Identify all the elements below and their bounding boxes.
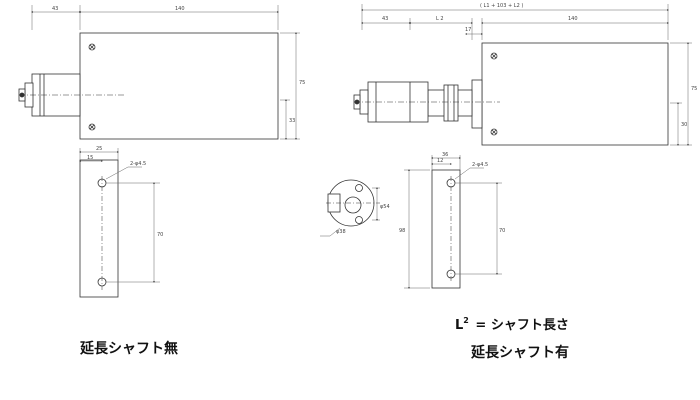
right-dimension-lines (361, 4, 692, 146)
right-screw-top (490, 52, 498, 60)
equation-rest: = シャフト長さ (470, 318, 569, 333)
equation-L: L (455, 318, 464, 333)
right-side-dimension-lines (404, 155, 502, 289)
flange-hole-top (355, 184, 363, 192)
right-main-body (481, 42, 669, 146)
right-flange (471, 79, 483, 129)
left-dim-top-left: 43 (52, 6, 58, 12)
right-dim-height-lower: 30 (681, 122, 687, 128)
equation-superscript: 2 (463, 316, 469, 325)
left-screw-top (88, 43, 96, 51)
left-dim-height-total: 75 (299, 80, 305, 86)
left-dim-side-width: 25 (96, 146, 102, 152)
right-dim-side-height: 98 (399, 228, 405, 234)
right-side-view (431, 169, 461, 289)
right-front-view (353, 42, 669, 146)
caption-with-extension-shaft: 延長シャフト有 (471, 345, 569, 361)
right-flange-end-view (326, 179, 380, 227)
left-main-body (79, 32, 279, 140)
right-dim-top-left: 43 (382, 16, 388, 22)
right-dim-side-offset: 12 (437, 158, 443, 164)
right-side-plate (431, 169, 461, 289)
left-screw-bottom (88, 123, 96, 131)
right-dim-flange-inner: φ38 (336, 229, 346, 235)
caption-without-extension-shaft: 延長シャフト無 (80, 341, 178, 357)
left-front-view (18, 32, 279, 140)
right-dim-top-overall: ( L1 + 103 + L2 ) (480, 3, 523, 9)
left-dim-hole-pitch: 70 (157, 232, 163, 238)
left-dim-height-lower: 33 (289, 118, 295, 124)
flange-hole-bottom (355, 216, 363, 224)
right-flange-dimension-lines (320, 187, 380, 237)
left-dim-top-main: 140 (175, 6, 185, 12)
left-dim-side-offset: 15 (87, 155, 93, 161)
right-screw-bottom (490, 128, 498, 136)
right-dim-top-small: 17 (465, 27, 471, 33)
left-side-view (79, 159, 119, 298)
left-dimension-lines (31, 5, 300, 140)
right-dim-top-main: 140 (568, 16, 578, 22)
right-dim-hole-pitch: 70 (499, 228, 505, 234)
caption-shaft-length-equation: L2 = シャフト長さ (455, 314, 569, 333)
right-dim-hole-note: 2-φ4.5 (472, 162, 488, 168)
right-dim-flange-dia: φ54 (380, 204, 390, 210)
right-dim-top-L2: L 2 (436, 16, 444, 22)
right-dim-height-total: 75 (691, 86, 697, 92)
flange-bore (344, 196, 362, 214)
left-dim-hole-note: 2-φ4.5 (130, 161, 146, 167)
left-side-dimension-lines (79, 148, 160, 283)
right-dim-side-width: 36 (442, 152, 448, 158)
